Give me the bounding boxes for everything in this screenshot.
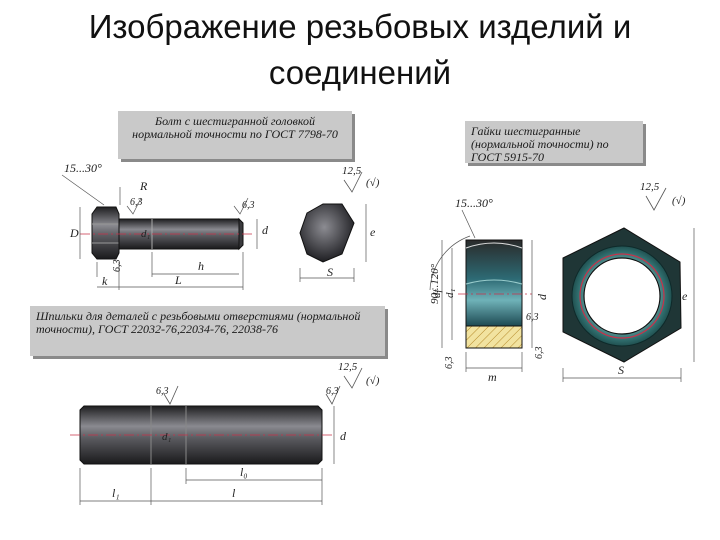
bolt-k-label: k (102, 274, 108, 288)
bolt-63-label: 6,3 (130, 197, 143, 208)
nut-d-label: d (535, 293, 549, 300)
nut-angle-label: 15...30° (455, 196, 493, 210)
hex-e-label: e (370, 225, 376, 239)
nut-top-view: S e 12,5 (√) (562, 181, 695, 382)
nut-df-label: df (431, 288, 443, 299)
bolt-head (91, 206, 120, 260)
stud-caption: Шпильки для деталей с резьбовыми отверст… (30, 306, 385, 356)
nut-m-label: m (488, 370, 497, 384)
nut-hole (583, 257, 661, 335)
stud-l0-label: l₀ (240, 465, 248, 479)
nut-roughness-label: 12,5 (640, 181, 660, 193)
bolt-drawing: 15...30° R 6,3 6,3 D d₁ d h k L 6,3 (61, 161, 269, 290)
hex-S-label: S (327, 265, 333, 279)
bolt-r-label: R (139, 179, 148, 193)
stud-drawing: 6,3 6,3 12,5 (√) d d₁ l₀ l₁ l (70, 361, 380, 505)
bolt-hex-view: S e 12,5 (√) (299, 165, 380, 282)
nut-e-label: e (682, 289, 688, 303)
bolt-d1-label: d₁ (141, 228, 151, 240)
stud-63b-label: 6,3 (326, 386, 339, 397)
nut-d1-label: d₁ (444, 289, 456, 299)
bolt-roughness-label: 12,5 (342, 165, 362, 177)
nut-63c-label: 6,3 (444, 357, 455, 370)
bolt-hex (299, 203, 355, 263)
nut-S-label: S (618, 363, 624, 377)
stud-roughness-label: 12,5 (338, 361, 358, 373)
stud-l1-label: l₁ (112, 486, 120, 500)
stud-l-label: l (232, 486, 236, 500)
page-title: Изображение резьбовых изделий и соединен… (88, 8, 632, 91)
bolt-side-63-label: 6,3 (112, 260, 123, 273)
bolt-L-label: L (174, 273, 182, 287)
stud-d-label: d (340, 429, 347, 443)
bolt-h-label: h (198, 259, 204, 273)
nut-63a-label: 6,3 (526, 312, 539, 323)
bolt-D-label: D (69, 226, 79, 240)
bolt-roughness-sym: (√) (366, 177, 380, 189)
nut-roughness-sym: (√) (672, 195, 686, 207)
bolt-d-label: d (262, 223, 269, 237)
nut-hatched-section (465, 325, 523, 349)
bolt-caption: Болт с шестигранной головкой нормальной … (118, 111, 352, 159)
stud-d1-label: d₁ (162, 431, 172, 443)
nut-section-view: 15...30° 90...120° df d₁ d m 6,3 6,3 6,3 (429, 196, 549, 384)
bolt-63-right-label: 6,3 (242, 200, 255, 211)
bolt-angle-label: 15...30° (64, 161, 102, 175)
stud-roughness-sym: (√) (366, 375, 380, 387)
nut-caption: Гайки шестигранные (нормальной точности)… (465, 121, 643, 164)
nut-thread-line (579, 253, 665, 339)
nut-angle2-label: 90...120° (429, 263, 441, 304)
nut-body (465, 239, 523, 327)
stud-63a-label: 6,3 (156, 386, 169, 397)
nut-63b-label: 6,3 (534, 347, 545, 360)
